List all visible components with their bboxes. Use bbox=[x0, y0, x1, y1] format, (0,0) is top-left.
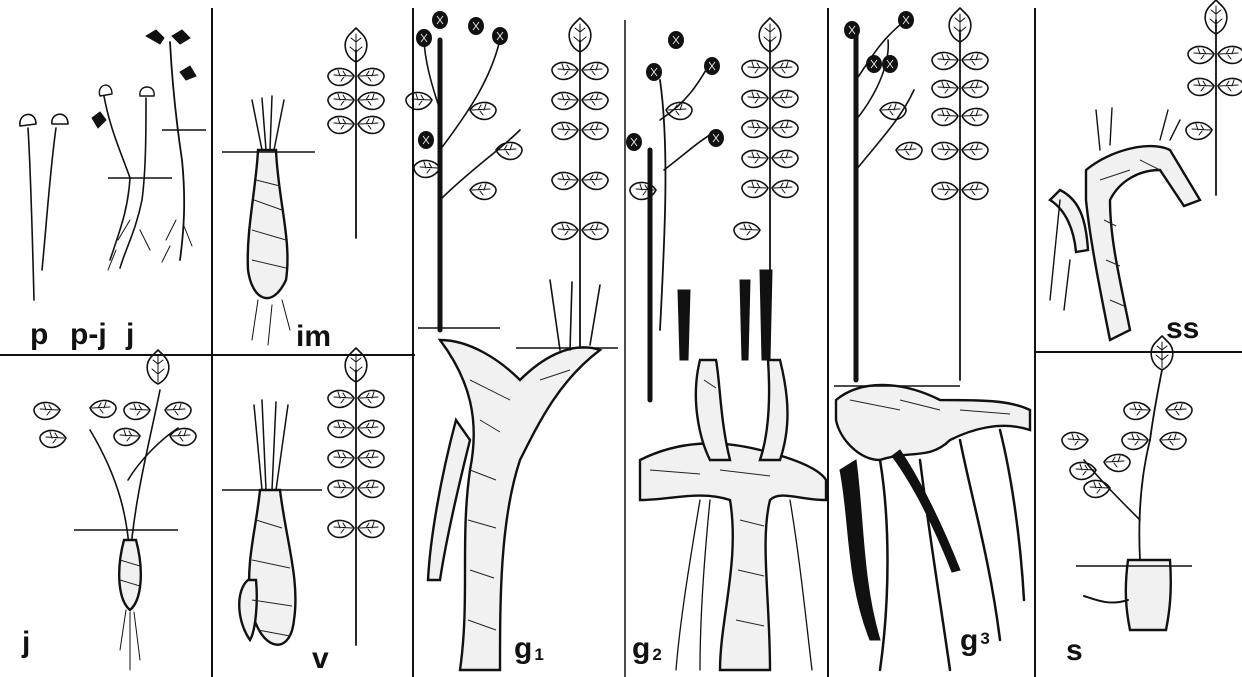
label-p-j: p-j bbox=[70, 318, 107, 351]
plant-s-drawing bbox=[1062, 336, 1192, 630]
label-g2-letter: g bbox=[632, 632, 650, 665]
label-g1-subscript: 1 bbox=[534, 645, 543, 664]
label-g3-letter: g bbox=[960, 624, 978, 657]
plant-ss-drawing bbox=[1050, 0, 1242, 340]
plant-g1-drawing bbox=[406, 11, 618, 670]
label-ss: ss bbox=[1166, 312, 1199, 345]
label-g1-letter: g bbox=[514, 632, 532, 665]
plant-im-drawing bbox=[222, 28, 384, 345]
plant-j-drawing bbox=[34, 350, 196, 670]
label-j-bottom: j bbox=[21, 626, 30, 659]
plant-v-drawing bbox=[222, 348, 384, 645]
label-s: s bbox=[1066, 634, 1083, 667]
plant-g2-drawing bbox=[626, 18, 826, 670]
seedling-p-drawing bbox=[20, 114, 68, 300]
label-g3-subscript: 3 bbox=[980, 629, 989, 648]
label-p: p bbox=[30, 318, 48, 351]
label-im: im bbox=[296, 320, 331, 353]
label-j-top: j bbox=[125, 318, 134, 351]
plant-g3-drawing bbox=[834, 8, 1030, 670]
label-g2-subscript: 2 bbox=[652, 645, 661, 664]
label-v: v bbox=[312, 642, 329, 675]
panel-dividers bbox=[0, 8, 1242, 677]
seedling-j-drawing bbox=[146, 30, 206, 262]
